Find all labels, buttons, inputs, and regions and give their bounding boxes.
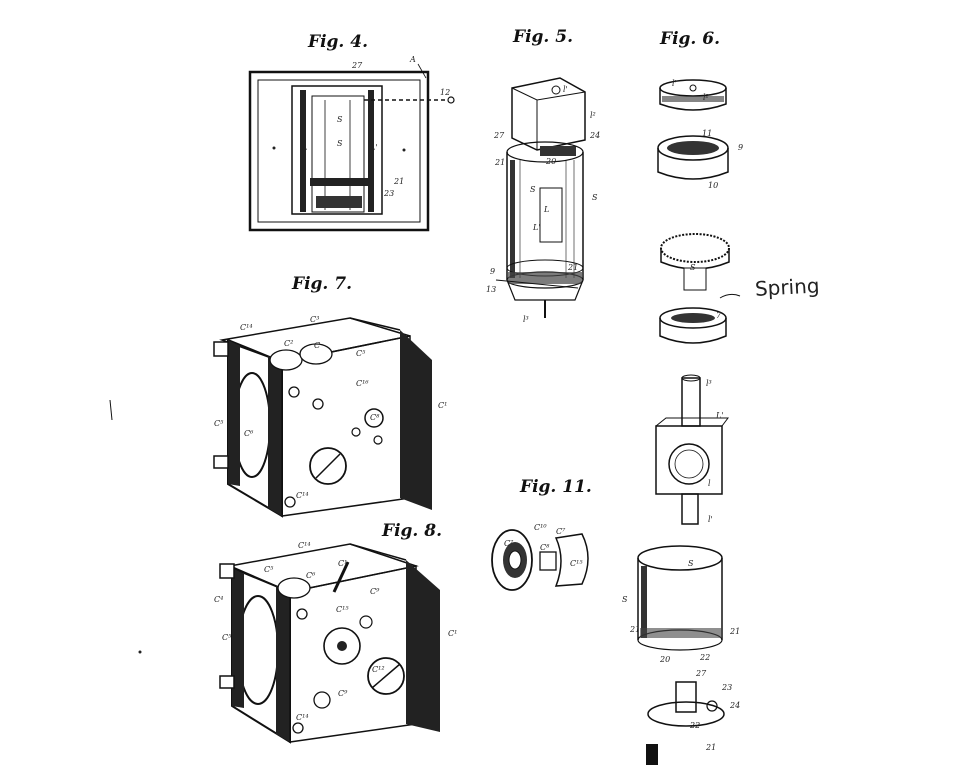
- f11-ref-C15: C¹⁵: [570, 559, 583, 568]
- f5-ref-l3: l³: [523, 315, 529, 324]
- fig-7-caption: Fig. 7.: [291, 274, 352, 294]
- f6-ref-l1b: l': [708, 515, 713, 524]
- f6-ref-11: 11: [702, 129, 712, 138]
- figure-11: Fig. 11. C¹⁰ C⁷ C⁷ C⁸ C¹⁵: [491, 477, 592, 591]
- f6-ref-24: 24: [729, 701, 740, 710]
- f7-ref-C2: C²: [284, 339, 293, 348]
- f5-ref-L: L: [543, 205, 549, 214]
- f4-ref-L: L: [301, 143, 307, 152]
- figure-5: Fig. 5. l' l² 21 24 27 S S L L' 9 13 l³ …: [486, 27, 600, 324]
- stray-dot: [138, 650, 142, 654]
- fig-4-caption: Fig. 4.: [307, 32, 368, 52]
- f8-ref-C5a: C⁵: [264, 565, 274, 574]
- f6-ref-l3: l³: [706, 379, 712, 388]
- f6-ref-l2: l²: [703, 93, 709, 102]
- f11-ref-C7a: C⁷: [504, 539, 514, 548]
- f4-ref-21: 21: [393, 177, 404, 186]
- f6-ref-21a: 21: [629, 625, 640, 634]
- f7-ref-C5a: C⁵: [356, 349, 366, 358]
- f11-ref-C10: C¹⁰: [534, 523, 547, 532]
- f7-ref-C3: C³: [310, 315, 319, 324]
- f6-ref-22b: 22: [689, 721, 700, 730]
- f5-ref-l2: l²: [590, 111, 596, 120]
- f6-ref-S1: S: [688, 559, 694, 568]
- f6-ref-9: 9: [738, 143, 743, 152]
- f8-ref-C4: C⁴: [214, 595, 223, 604]
- f7-ref-C14b: C¹⁴: [296, 491, 309, 500]
- figure-7: Fig. 7. C¹⁴ C³ C² C C⁵ C⁵ C¹⁶ C¹: [213, 274, 447, 518]
- fig-11-caption: Fig. 11.: [519, 477, 592, 497]
- f5-ref-9: 9: [490, 267, 495, 276]
- f6-ref-7: 7: [716, 311, 722, 320]
- f4-ref-12: 12: [440, 88, 450, 97]
- f6-ref-S2: S: [622, 595, 628, 604]
- f6-ref-10: 10: [708, 181, 718, 190]
- f5-ref-S2: S: [592, 193, 598, 202]
- f5-ref-21b: 21: [567, 263, 578, 272]
- f6-ref-22: 22: [699, 653, 710, 662]
- f7-ref-C16: C¹⁶: [356, 379, 369, 388]
- f5-ref-21: 21: [494, 158, 505, 167]
- f7-ref-C8: C⁸: [370, 413, 380, 422]
- fig-5-caption: Fig. 5.: [512, 27, 573, 47]
- f4-ref-23: 23: [383, 189, 394, 198]
- f8-ref-C9a: C⁹: [370, 587, 380, 596]
- f5-ref-Lp: L': [532, 223, 541, 232]
- f5-ref-l1: l': [563, 85, 568, 94]
- f6-ref-21c: 21: [705, 743, 716, 752]
- f7-ref-C6: C⁶: [244, 429, 254, 438]
- handwritten-spring-note: Spring: [754, 273, 820, 300]
- f8-ref-C1b: C¹: [448, 629, 457, 638]
- f7-ref-C: C: [314, 341, 320, 350]
- f6-ref-27: 27: [695, 669, 707, 678]
- f11-ref-C8: C⁸: [540, 543, 550, 552]
- figure-8: Fig. 8. C¹⁴ C⁶ C⁵ C¹ C⁴ C⁵ C¹⁵ C⁹ C¹ C¹²…: [214, 521, 457, 744]
- f8-ref-C14b: C¹⁴: [296, 713, 309, 722]
- f4-ref-27: 27: [351, 61, 363, 70]
- f8-ref-C6: C⁶: [306, 571, 316, 580]
- fig-8-caption: Fig. 8.: [381, 521, 442, 541]
- f7-ref-C14a: C¹⁴: [240, 323, 253, 332]
- f5-ref-13: 13: [486, 285, 496, 294]
- f8-ref-C15: C¹⁵: [336, 605, 349, 614]
- f4-ref-A: A: [409, 55, 416, 64]
- f8-ref-C12: C¹²: [372, 665, 385, 674]
- f6-ref-21b: 21: [729, 627, 740, 636]
- f8-ref-C9b: C⁹: [338, 689, 348, 698]
- f4-ref-Lp: L': [369, 143, 378, 152]
- f4-ref-s2: S: [337, 139, 343, 148]
- f8-ref-C14a: C¹⁴: [298, 541, 311, 550]
- f6-ref-l: l: [708, 479, 711, 488]
- figure-6: Fig. 6.: [622, 29, 743, 765]
- f11-ref-C7b: C⁷: [556, 527, 566, 536]
- f6-ref-l1: l': [672, 79, 677, 88]
- f5-ref-27: 27: [493, 131, 505, 140]
- f6-ref-23: 23: [721, 683, 732, 692]
- f5-ref-S1: S: [530, 185, 536, 194]
- f6-ref-20: 20: [659, 655, 670, 664]
- f5-ref-20: 20: [545, 157, 556, 166]
- figure-4: Fig. 4. 27 A 12 S L L' S 23 21: [248, 32, 455, 232]
- stray-mark: [109, 399, 113, 421]
- f6-ref-Lp: L': [715, 411, 724, 420]
- f6-ref-S: S: [690, 263, 696, 272]
- f8-ref-C1a: C¹: [338, 559, 347, 568]
- f8-ref-C5b: C⁵: [222, 633, 232, 642]
- f7-ref-C1: C¹: [438, 401, 447, 410]
- f5-ref-24: 24: [589, 131, 600, 140]
- f4-ref-s1: S: [337, 115, 343, 124]
- fig-6-caption: Fig. 6.: [659, 29, 720, 49]
- f7-ref-C5b: C⁵: [214, 419, 224, 428]
